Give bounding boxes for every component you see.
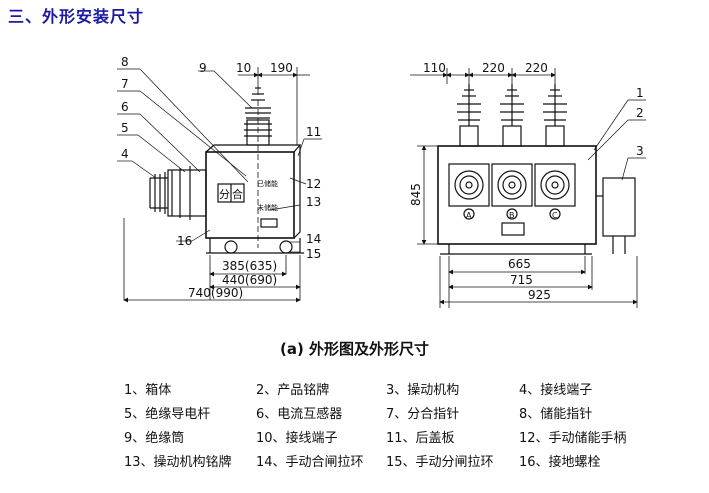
legend-item: 1、箱体	[124, 382, 172, 398]
phase-dials	[454, 170, 570, 220]
callout-13: 13	[306, 195, 321, 209]
mechanism-nameplate	[260, 218, 278, 228]
callout-15: 15	[306, 247, 321, 261]
figure-caption: (a) 外形图及外形尺寸	[279, 340, 430, 358]
legend-item: 6、电流互感器	[256, 406, 343, 422]
legend-item: 10、接线端子	[256, 430, 338, 446]
legend-item: 4、接线端子	[519, 382, 593, 398]
dim-190: 190	[270, 61, 293, 75]
dim-220a: 220	[482, 61, 505, 75]
legend-row: 9、绝缘筒 10、接线端子 11、后盖板 12、手动储能手柄	[124, 424, 704, 448]
legend-item: 9、绝缘筒	[124, 430, 185, 446]
callout-9: 9	[199, 61, 207, 75]
dim-715: 715	[510, 273, 533, 287]
phase-c: C	[552, 211, 558, 220]
legend-item: 5、绝缘导电杆	[124, 406, 211, 422]
box-top-face	[205, 144, 302, 153]
legend-row: 1、箱体 2、产品铭牌 3、操动机构 4、接线端子	[124, 376, 704, 400]
callout-5: 5	[121, 121, 129, 135]
legend-item: 2、产品铭牌	[256, 382, 330, 398]
panel-fen: 分	[219, 188, 230, 201]
callout-2: 2	[636, 106, 644, 120]
front-view	[410, 68, 646, 308]
section-title: 三、外形安装尺寸	[8, 7, 145, 26]
phase-b: B	[509, 211, 515, 220]
panel-he: 合	[232, 187, 243, 201]
callout-4: 4	[121, 147, 129, 161]
dim-10: 10	[236, 61, 251, 75]
callout-12: 12	[306, 177, 321, 191]
panel-uncharged: 未储能	[257, 203, 278, 212]
callout-8: 8	[121, 55, 129, 69]
dim-740: 740(990)	[188, 286, 243, 300]
dim-385: 385(635)	[222, 259, 277, 273]
legend-item: 7、分合指针	[386, 406, 460, 422]
callout-14: 14	[306, 232, 321, 246]
side-view-labels: 10 190 385(635) 440(690) 740(990) 8 9 10…	[121, 55, 321, 300]
callout-7: 7	[121, 77, 129, 91]
top-insulator	[244, 87, 272, 146]
parts-legend: 1、箱体 2、产品铭牌 3、操动机构 4、接线端子 5、绝缘导电杆 6、电流互感…	[124, 376, 704, 472]
dim-220b: 220	[525, 61, 548, 75]
base-rings	[206, 238, 304, 254]
front-box	[437, 145, 597, 245]
front-nameplate	[501, 222, 525, 236]
legend-row: 5、绝缘导电杆 6、电流互感器 7、分合指针 8、储能指针	[124, 400, 704, 424]
callout-11: 11	[306, 125, 321, 139]
callout-3: 3	[636, 144, 644, 158]
panel-charged: 已储能	[257, 179, 278, 188]
side-insulator	[149, 166, 207, 220]
callout-6: 6	[121, 100, 129, 114]
side-view	[117, 67, 322, 303]
legend-item: 16、接地螺栓	[519, 454, 601, 470]
front-view-labels: 110 220 220 845 665 715 925 1 2 3 A B C	[409, 61, 644, 302]
callout-16: 16	[177, 234, 192, 248]
outline-drawing: 10 190 385(635) 440(690) 740(990) 8 9 10…	[117, 55, 646, 308]
dim-845: 845	[409, 183, 423, 206]
dim-925: 925	[528, 288, 551, 302]
phase-a: A	[466, 211, 472, 220]
legend-item: 11、后盖板	[386, 430, 455, 446]
legend-item: 13、操动机构铭牌	[124, 454, 232, 470]
legend-row: 13、操动机构铭牌 14、手动合闸拉环 15、手动分闸拉环 16、接地螺栓	[124, 448, 704, 472]
legend-item: 14、手动合闸拉环	[256, 454, 364, 470]
dim-110: 110	[423, 61, 446, 75]
operating-mechanism	[602, 177, 636, 237]
legend-item: 15、手动分闸拉环	[386, 454, 494, 470]
phase-insulators	[457, 84, 567, 147]
dim-665: 665	[508, 257, 531, 271]
legend-item: 8、储能指针	[519, 406, 593, 422]
legend-item: 12、手动储能手柄	[519, 430, 627, 446]
legend-item: 3、操动机构	[386, 382, 460, 398]
dim-440: 440(690)	[222, 273, 277, 287]
callout-1: 1	[636, 86, 644, 100]
